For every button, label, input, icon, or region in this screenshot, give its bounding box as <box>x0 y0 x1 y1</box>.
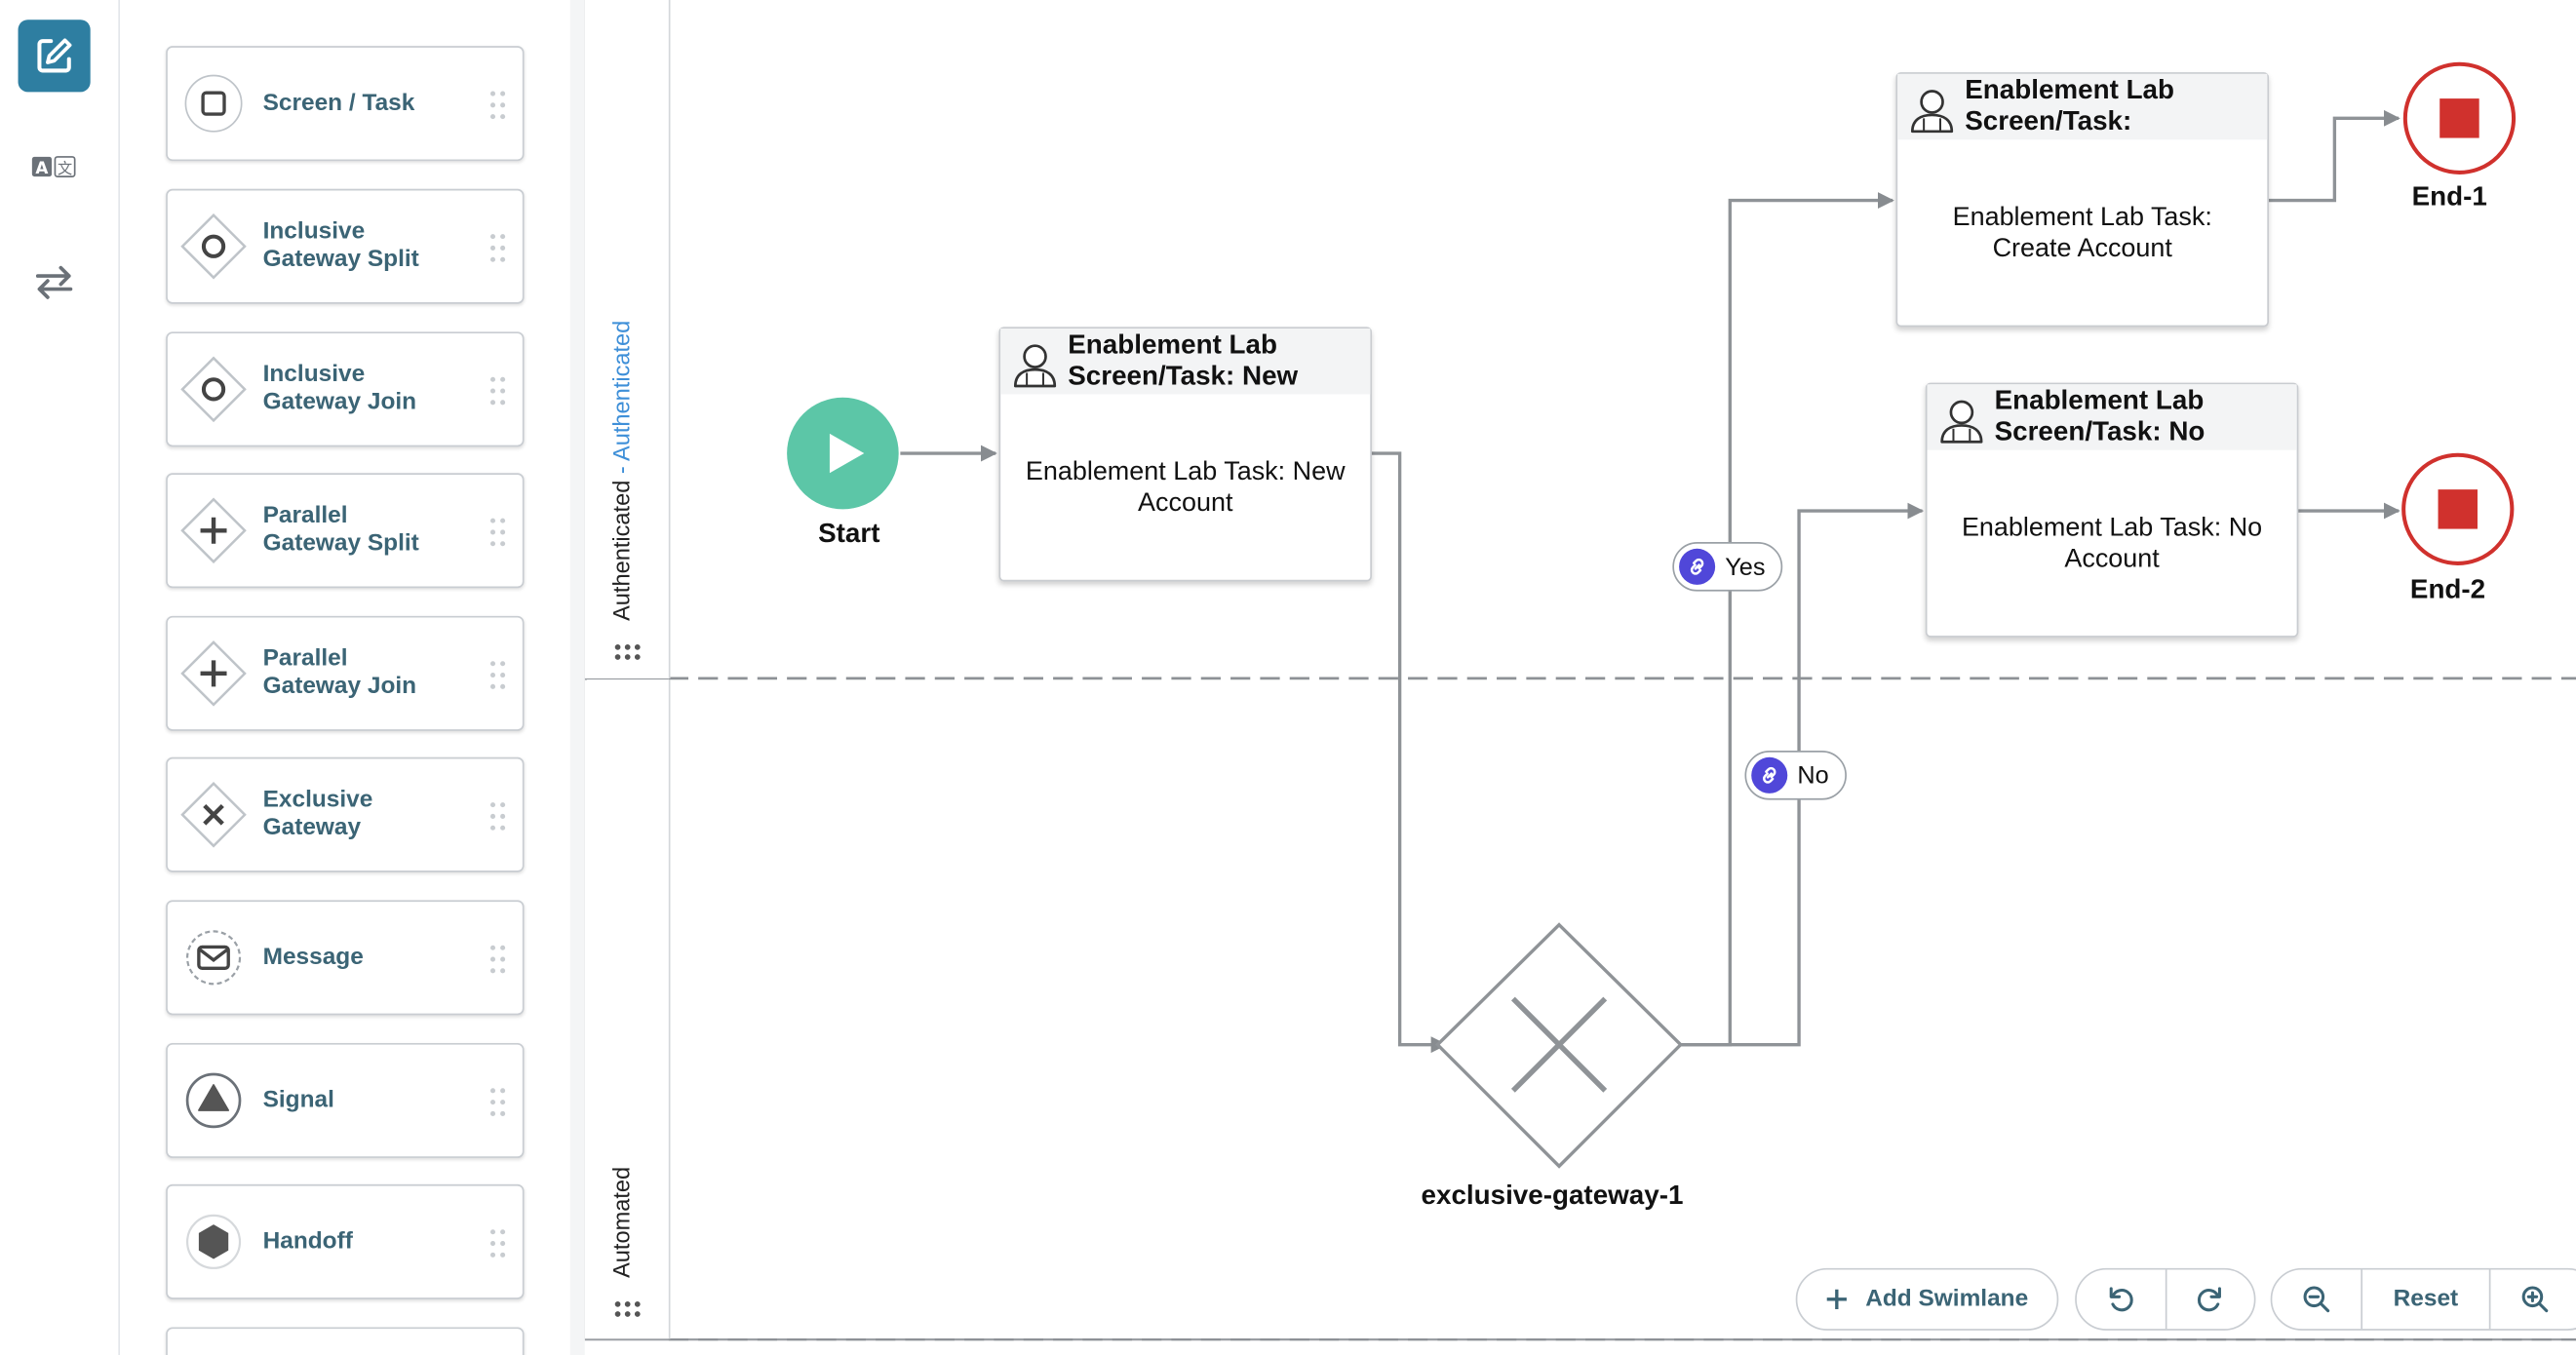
inclusive-gateway-icon <box>180 356 247 423</box>
palette-item-label: Inclusive Gateway Join <box>262 361 417 416</box>
svg-text:A: A <box>35 158 48 177</box>
edit-mode-button[interactable] <box>18 19 91 93</box>
lane-drag-icon[interactable] <box>614 644 641 664</box>
palette-item-exclusive-gateway[interactable]: Exclusive Gateway <box>166 756 525 872</box>
gateway-label: exclusive-gateway-1 <box>1421 1181 1684 1211</box>
drag-handle-icon[interactable] <box>489 1087 506 1116</box>
hexagon-icon <box>185 1214 242 1269</box>
palette-item-label: Exclusive Gateway <box>262 787 373 841</box>
reset-label: Reset <box>2393 1286 2459 1313</box>
redo-button[interactable] <box>2166 1270 2254 1330</box>
palette-item-label: Signal <box>262 1086 334 1113</box>
exclusive-gateway[interactable] <box>1434 922 1684 1169</box>
swimlane-title: Automated <box>607 1166 635 1278</box>
link-icon <box>1679 548 1716 585</box>
palette-item-label: Parallel Gateway Join <box>262 645 417 700</box>
flow-no-badge[interactable]: No <box>1744 751 1848 800</box>
zoom-in-button[interactable] <box>2490 1270 2576 1330</box>
undo-button[interactable] <box>2077 1269 2166 1330</box>
translate-button[interactable]: A 文 <box>19 132 91 204</box>
drag-handle-icon[interactable] <box>489 233 506 262</box>
drag-handle-icon[interactable] <box>489 91 506 120</box>
zoom-out-icon <box>2303 1286 2330 1313</box>
user-icon <box>1013 344 1057 388</box>
palette-item-signal[interactable]: Signal <box>166 1042 525 1158</box>
flow-yes-label: Yes <box>1725 553 1766 581</box>
palette-item-inclusive-gateway-split[interactable]: Inclusive Gateway Split <box>166 188 525 304</box>
flow-yes-badge[interactable]: Yes <box>1672 542 1784 592</box>
translate-icon: A 文 <box>31 156 76 177</box>
user-icon <box>1910 90 1954 134</box>
exclusive-gateway-icon <box>180 782 247 848</box>
palette-item-parallel-gateway-join[interactable]: Parallel Gateway Join <box>166 615 525 731</box>
square-icon <box>184 74 243 133</box>
left-rail: A 文 <box>0 0 121 1355</box>
triangle-icon <box>185 1072 242 1129</box>
svg-text:文: 文 <box>58 160 72 177</box>
element-palette: Screen / Task Inclusive Gateway Split In… <box>120 0 570 1355</box>
envelope-icon <box>185 930 242 986</box>
end-event-2-label: End-2 <box>2409 574 2486 605</box>
drag-handle-icon[interactable] <box>489 518 506 547</box>
palette-item-screen-task[interactable]: Screen / Task <box>166 46 525 162</box>
start-event-label: Start <box>818 519 880 549</box>
history-controls <box>2075 1267 2256 1331</box>
task-body: Enablement Lab Task: No Account <box>1961 514 2263 574</box>
redo-icon <box>2198 1287 2222 1312</box>
swap-arrows-icon <box>35 265 73 299</box>
edit-icon <box>37 38 72 73</box>
lane-drag-icon[interactable] <box>614 1301 641 1321</box>
swimlane-title: Authenticated - Authenticated <box>607 320 635 621</box>
task-title: Enablement Lab Screen/Task: No <box>1994 385 2205 447</box>
user-icon <box>1940 400 1983 444</box>
inclusive-gateway-icon <box>180 213 247 280</box>
swimlane-automated[interactable]: Automated <box>584 679 671 1339</box>
drag-handle-icon[interactable] <box>489 660 506 689</box>
end-event-2[interactable] <box>2401 452 2515 565</box>
flow-no-label: No <box>1797 760 1829 790</box>
drag-handle-icon[interactable] <box>489 376 506 406</box>
parallel-gateway-icon <box>180 640 247 707</box>
reset-zoom-button[interactable]: Reset <box>2362 1269 2491 1330</box>
palette-item-message[interactable]: Message <box>166 900 525 1016</box>
task-title: Enablement Lab Screen/Task: New <box>1068 329 1299 392</box>
link-icon <box>1751 756 1788 794</box>
zoom-out-button[interactable] <box>2272 1269 2363 1330</box>
swap-button[interactable] <box>19 247 91 319</box>
start-event[interactable] <box>787 397 899 510</box>
zoom-in-icon <box>2521 1286 2549 1313</box>
end-event-1-label: End-1 <box>2411 182 2487 213</box>
palette-item-label: Inclusive Gateway Split <box>262 218 419 273</box>
undo-icon <box>2109 1287 2133 1312</box>
swimlane-authenticated[interactable]: Authenticated - Authenticated <box>584 0 671 678</box>
palette-item-label: Parallel Gateway Split <box>262 502 419 558</box>
task-create-account[interactable]: Enablement Lab Screen/Task: Enablement L… <box>1895 72 2269 328</box>
end-event-1[interactable] <box>2402 61 2517 174</box>
parallel-gateway-icon <box>180 497 247 563</box>
palette-item-inclusive-gateway-join[interactable]: Inclusive Gateway Join <box>166 331 525 447</box>
palette-item-label: Handoff <box>262 1227 353 1255</box>
task-body: Enablement Lab Task: Create Account <box>1952 203 2212 263</box>
task-no-account[interactable]: Enablement Lab Screen/Task: No Enablemen… <box>1925 382 2299 638</box>
drag-handle-icon[interactable] <box>489 801 506 831</box>
palette-item-label: Message <box>262 944 364 970</box>
drag-handle-icon[interactable] <box>489 945 506 974</box>
add-swimlane-label: Add Swimlane <box>1865 1286 2029 1313</box>
process-canvas[interactable]: Authenticated - Authenticated Automated … <box>584 0 2576 1355</box>
add-swimlane-button[interactable]: Add Swimlane <box>1795 1267 2059 1331</box>
zoom-controls: Reset <box>2270 1267 2576 1331</box>
task-title: Enablement Lab Screen/Task: <box>1965 75 2175 136</box>
palette-item-handoff[interactable]: Handoff <box>166 1183 525 1299</box>
plus-icon <box>1827 1289 1848 1309</box>
palette-item-partial[interactable] <box>166 1327 525 1355</box>
palette-divider[interactable] <box>569 0 585 1355</box>
task-body: Enablement Lab Task: New Account <box>1025 458 1346 518</box>
palette-item-parallel-gateway-split[interactable]: Parallel Gateway Split <box>166 473 525 589</box>
task-new-account[interactable]: Enablement Lab Screen/Task: New Enableme… <box>998 327 1372 582</box>
drag-handle-icon[interactable] <box>489 1228 506 1258</box>
palette-item-label: Screen / Task <box>262 89 415 116</box>
diagram-connectors <box>584 0 2576 1341</box>
